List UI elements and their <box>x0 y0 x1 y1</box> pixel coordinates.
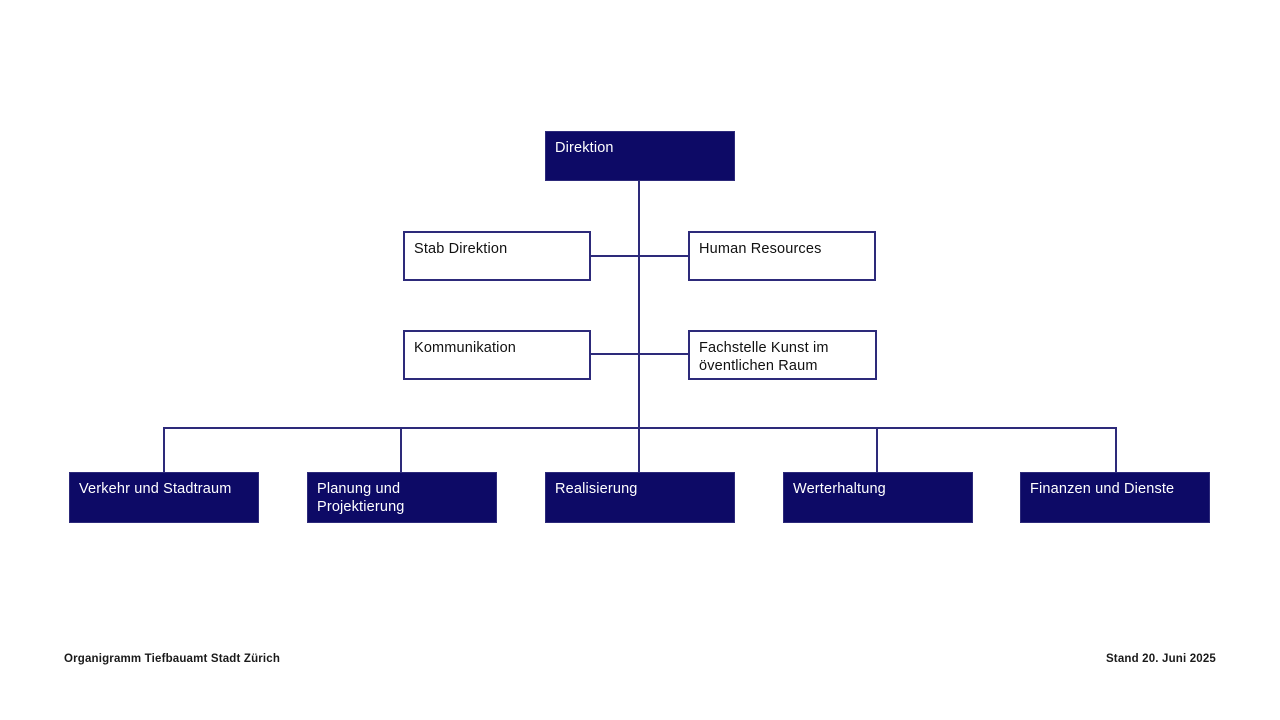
node-direktion-label: Direktion <box>555 140 614 156</box>
node-planung-und-projektierung[interactable]: Planung und Projektierung <box>307 472 497 523</box>
node-direktion[interactable]: Direktion <box>545 131 735 181</box>
connector-drop-planung-projektierung <box>400 427 402 472</box>
node-werterhaltung[interactable]: Werterhaltung <box>783 472 973 523</box>
node-realisierung[interactable]: Realisierung <box>545 472 735 523</box>
connector-department-bus <box>163 427 1117 429</box>
node-kommunikation[interactable]: Kommunikation <box>403 330 591 380</box>
connector-stab-direktion <box>591 255 639 257</box>
node-verkehr-und-stadtraum[interactable]: Verkehr und Stadtraum <box>69 472 259 523</box>
footer-date: Stand 20. Juni 2025 <box>1105 653 1216 665</box>
node-stab-direktion[interactable]: Stab Direktion <box>403 231 591 281</box>
footer-title: Organigramm Tiefbauamt Stadt Zürich <box>64 653 281 665</box>
node-kommunikation-label: Kommunikation <box>414 340 517 356</box>
connector-drop-finanzen-dienste <box>1115 427 1117 472</box>
node-planung-und-projektierung-label: Planung und Projektierung <box>317 481 405 516</box>
connector-fachstelle-kunst <box>638 353 689 355</box>
connector-trunk-vertical <box>638 181 640 480</box>
node-fachstelle-kunst-label: Fachstelle Kunst im öventlichen Raum <box>699 340 829 375</box>
node-fachstelle-kunst[interactable]: Fachstelle Kunst im öventlichen Raum <box>688 330 877 380</box>
node-verkehr-und-stadtraum-label: Verkehr und Stadtraum <box>79 481 232 497</box>
node-human-resources-label: Human Resources <box>699 241 822 257</box>
node-werterhaltung-label: Werterhaltung <box>793 481 886 497</box>
connector-kommunikation <box>591 353 639 355</box>
connector-human-resources <box>638 255 689 257</box>
node-finanzen-und-dienste-label: Finanzen und Dienste <box>1030 481 1175 497</box>
node-stab-direktion-label: Stab Direktion <box>414 241 508 257</box>
node-human-resources[interactable]: Human Resources <box>688 231 876 281</box>
node-finanzen-und-dienste[interactable]: Finanzen und Dienste <box>1020 472 1210 523</box>
connector-drop-verkehr-stadtraum <box>163 427 165 472</box>
node-realisierung-label: Realisierung <box>555 481 638 497</box>
connector-drop-werterhaltung <box>876 427 878 472</box>
